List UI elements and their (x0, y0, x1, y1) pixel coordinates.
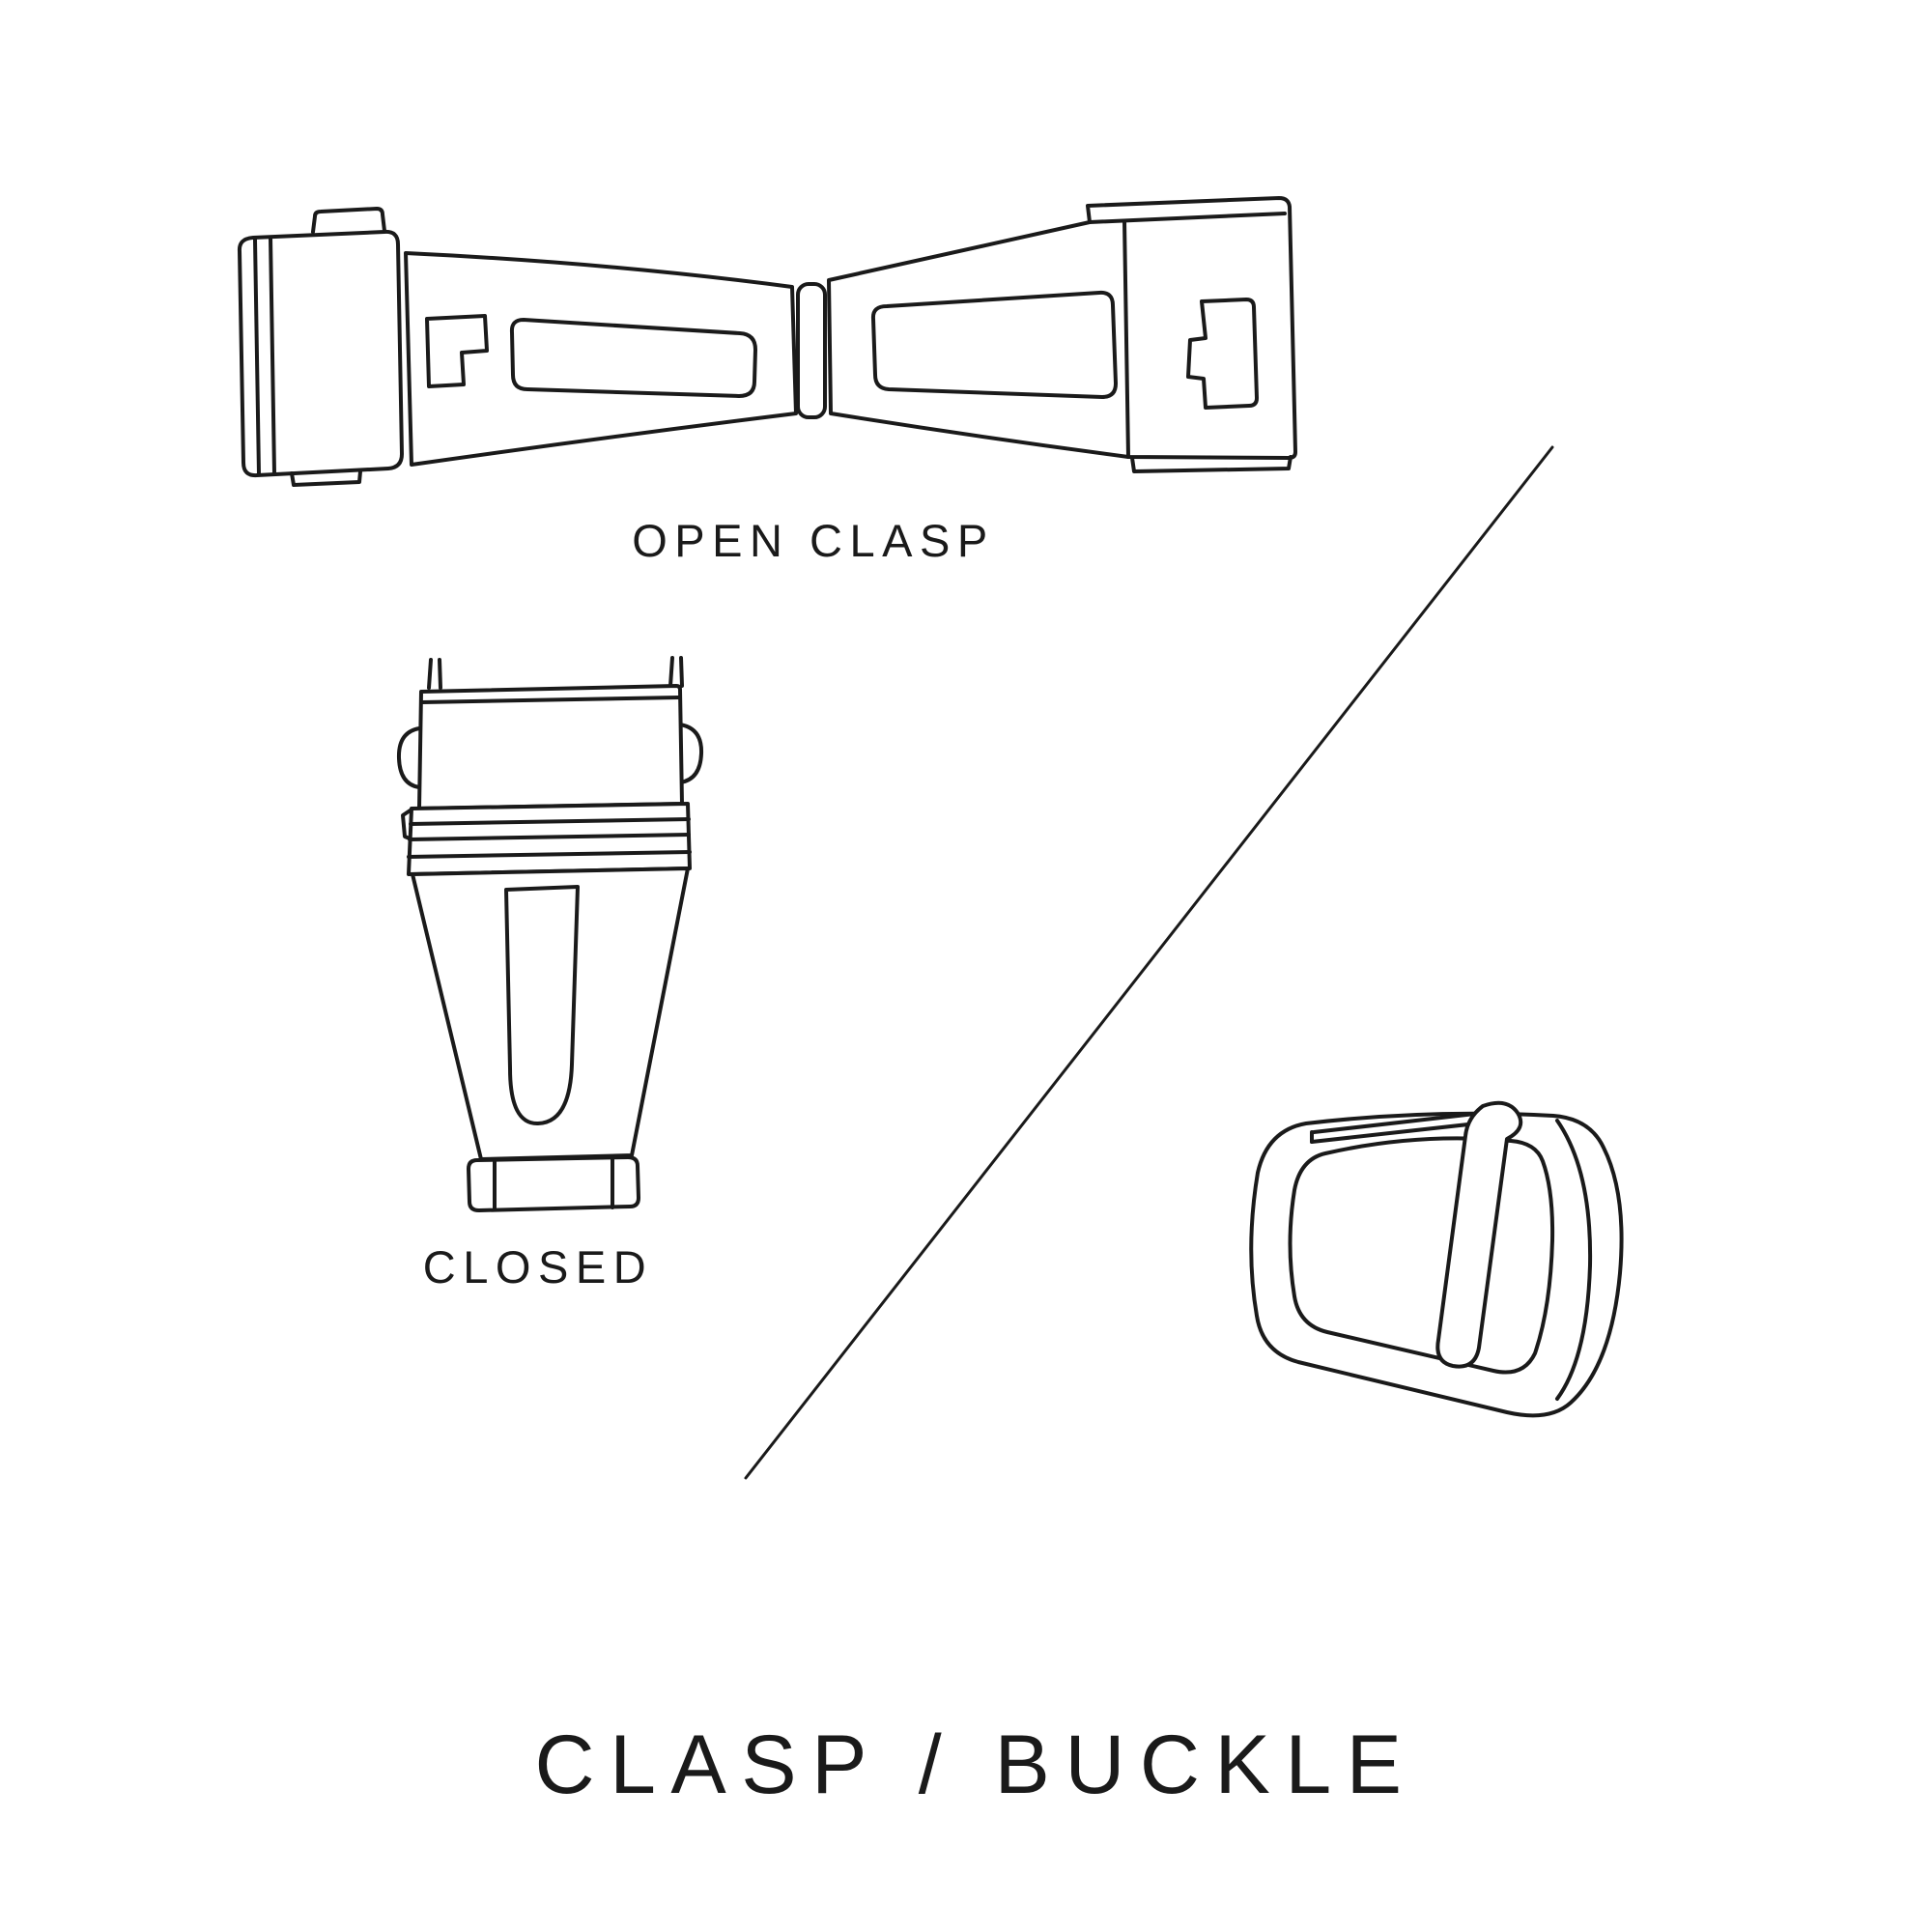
open-clasp-illustration (237, 196, 1297, 487)
page-title: CLASP / BUCKLE (534, 1719, 1417, 1811)
tang-buckle-illustration (1249, 1100, 1624, 1418)
open-clasp-label: OPEN CLASP (632, 515, 995, 566)
closed-label: CLOSED (422, 1241, 654, 1293)
closed-clasp-illustration (396, 656, 704, 1212)
diagonal-divider (744, 445, 1554, 1480)
